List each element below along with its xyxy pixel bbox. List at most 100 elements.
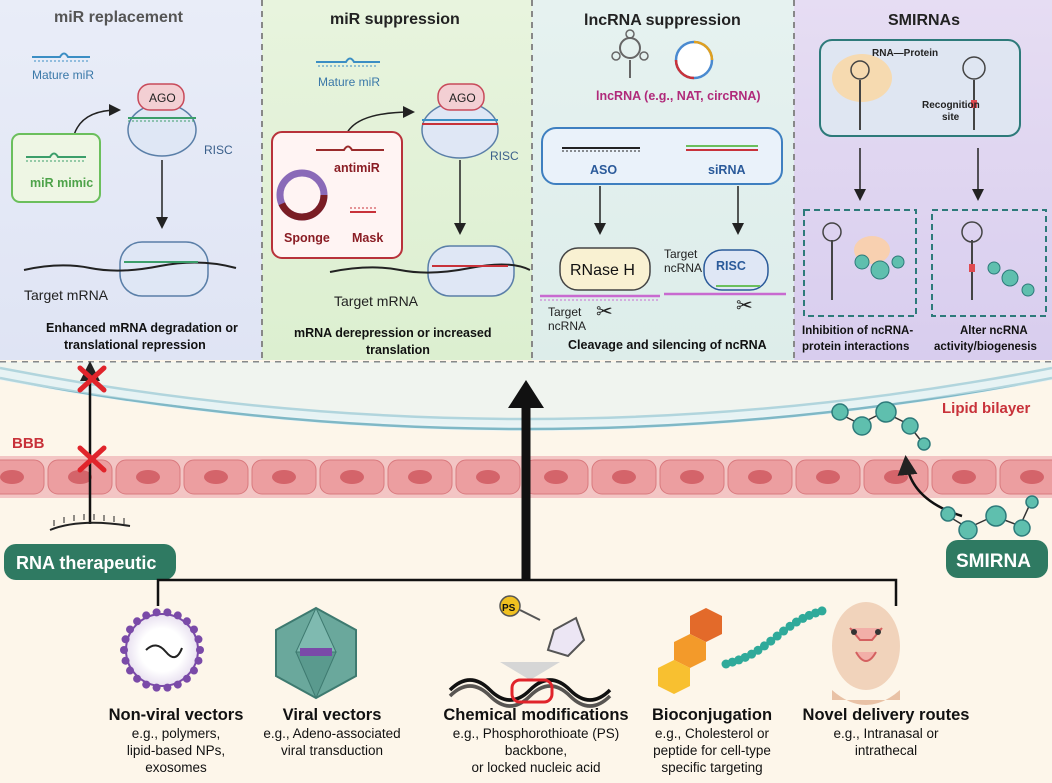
delivery-bracket: [156, 578, 898, 606]
svg-text:✂: ✂: [596, 301, 613, 323]
smirnas-title: SMIRNAs: [888, 12, 960, 29]
delivery-title: Chemical modifications: [443, 706, 628, 724]
cell-nucleus: [1020, 470, 1044, 484]
delivery-description: exosomes: [145, 760, 207, 775]
recognition-site-label-1: Recognition: [922, 100, 980, 111]
cell-nucleus: [884, 470, 908, 484]
smirna-badge: [946, 540, 1048, 578]
delivery-title: Viral vectors: [283, 706, 382, 724]
mature-mir-label-2: Mature miR: [318, 75, 380, 89]
ago-label: AGO: [149, 91, 176, 105]
cell-nucleus: [204, 470, 228, 484]
lipid-head: [126, 666, 135, 675]
delivery-description: e.g., Adeno-associated: [263, 726, 400, 741]
novel-delivery-icon: [832, 602, 900, 705]
lipid-head: [194, 635, 203, 644]
target-ncrna-2a: Target: [664, 247, 698, 261]
lipid-head: [121, 635, 130, 644]
recognition-site-label-2: site: [942, 112, 960, 123]
smirna-caption-1a: Inhibition of ncRNA-: [802, 325, 913, 337]
cell-nucleus: [816, 470, 840, 484]
bioconjugation-icon: [658, 606, 827, 694]
lipid-head: [196, 646, 204, 654]
mature-mir-strand: [32, 52, 90, 62]
antimir-label: antimiR: [334, 161, 380, 175]
smirna-caption-1b: protein interactions: [802, 341, 909, 353]
ago-risc-complex-2: [421, 83, 499, 159]
non-viral-vector-icon: [120, 608, 204, 692]
sponge-label: Sponge: [284, 231, 330, 245]
suppression-caption-2: translation: [366, 343, 430, 357]
lipid-head: [121, 656, 130, 665]
aso-label: ASO: [590, 163, 617, 177]
delivery-description: backbone,: [505, 743, 567, 758]
lipid-head: [142, 611, 151, 620]
lipid-head: [163, 608, 172, 617]
chemical-modification-icon: [448, 595, 612, 708]
lipid-head: [182, 617, 191, 626]
risc-label-3: RISC: [716, 259, 746, 273]
delivery-title: Non-viral vectors: [109, 706, 244, 724]
cell-nucleus: [136, 470, 160, 484]
smirna-caption-2a: Alter ncRNA: [960, 325, 1028, 337]
replacement-caption-1: Enhanced mRNA degradation or: [46, 321, 238, 335]
mir-mimic-label: miR mimic: [30, 176, 93, 190]
cell-nucleus: [476, 470, 500, 484]
delivery-description: viral transduction: [281, 743, 383, 758]
viral-vector-icon: [275, 606, 357, 700]
delivery-title: Bioconjugation: [652, 706, 772, 724]
lipid-head: [120, 646, 128, 654]
rna-strand-icon: [49, 514, 131, 531]
peptide-bead: [785, 621, 795, 631]
lipid-head: [173, 611, 182, 620]
risc-label-2: RISC: [490, 149, 519, 163]
rna-therapeutic-label: RNA therapeutic: [16, 553, 156, 573]
ps-label: PS: [502, 603, 516, 614]
svg-text:✂: ✂: [736, 295, 753, 317]
peptide-bead: [779, 626, 789, 636]
mir-suppression-title: miR suppression: [330, 11, 460, 28]
lipid-head: [189, 625, 198, 634]
lipid-head: [173, 680, 182, 689]
mature-mir-label: Mature miR: [32, 68, 94, 82]
smirna-outcome-1: [803, 209, 917, 317]
aso-sirna-box: [541, 127, 783, 185]
delivery-description: e.g., Phosphorothioate (PS): [453, 726, 620, 741]
sirna-label: siRNA: [708, 163, 746, 177]
rnase-h-label: RNase H: [570, 262, 635, 279]
cell-nucleus: [612, 470, 636, 484]
lncrna-structures: [611, 29, 714, 80]
cell-nucleus: [408, 470, 432, 484]
cell-nucleus: [544, 470, 568, 484]
blocked-x-icon: [77, 365, 107, 473]
delivery-description: specific targeting: [661, 760, 762, 775]
peptide-bead: [817, 606, 827, 616]
lipid-head: [152, 608, 161, 617]
target-ncrna-1b: ncRNA: [548, 319, 586, 333]
risc-complex-3: ✂: [664, 249, 786, 317]
target-mrna-complex-2: [329, 245, 531, 297]
lipid-head: [133, 674, 142, 683]
cell-nucleus: [680, 470, 704, 484]
target-mrna-label-2: Target mRNA: [334, 293, 419, 309]
suppression-caption-1: mRNA derepression or increased: [294, 326, 492, 340]
lipid-head: [182, 674, 191, 683]
panel-dividers: [0, 0, 1052, 363]
delivery-description: intrathecal: [855, 743, 917, 758]
smirna-outcome-2: [931, 209, 1047, 317]
target-ncrna-2b: ncRNA: [664, 261, 702, 275]
antimir-box: [271, 131, 403, 259]
peptide-bead: [772, 631, 782, 641]
rna-protein-label: RNA—Protein: [872, 48, 938, 59]
ago-risc-complex: [127, 83, 197, 157]
mir-mimic-box: [11, 133, 101, 203]
rna-protein-box: [819, 39, 1021, 137]
rnase-h-complex: ✂: [540, 247, 660, 323]
delivery-description: peptide for cell-type: [653, 743, 771, 758]
rna-therapeutic-badge: [4, 544, 176, 580]
risc-label: RISC: [204, 143, 233, 157]
delivery-description: or locked nucleic acid: [471, 760, 600, 775]
cell-nucleus: [748, 470, 772, 484]
delivery-description: e.g., polymers,: [132, 726, 221, 741]
